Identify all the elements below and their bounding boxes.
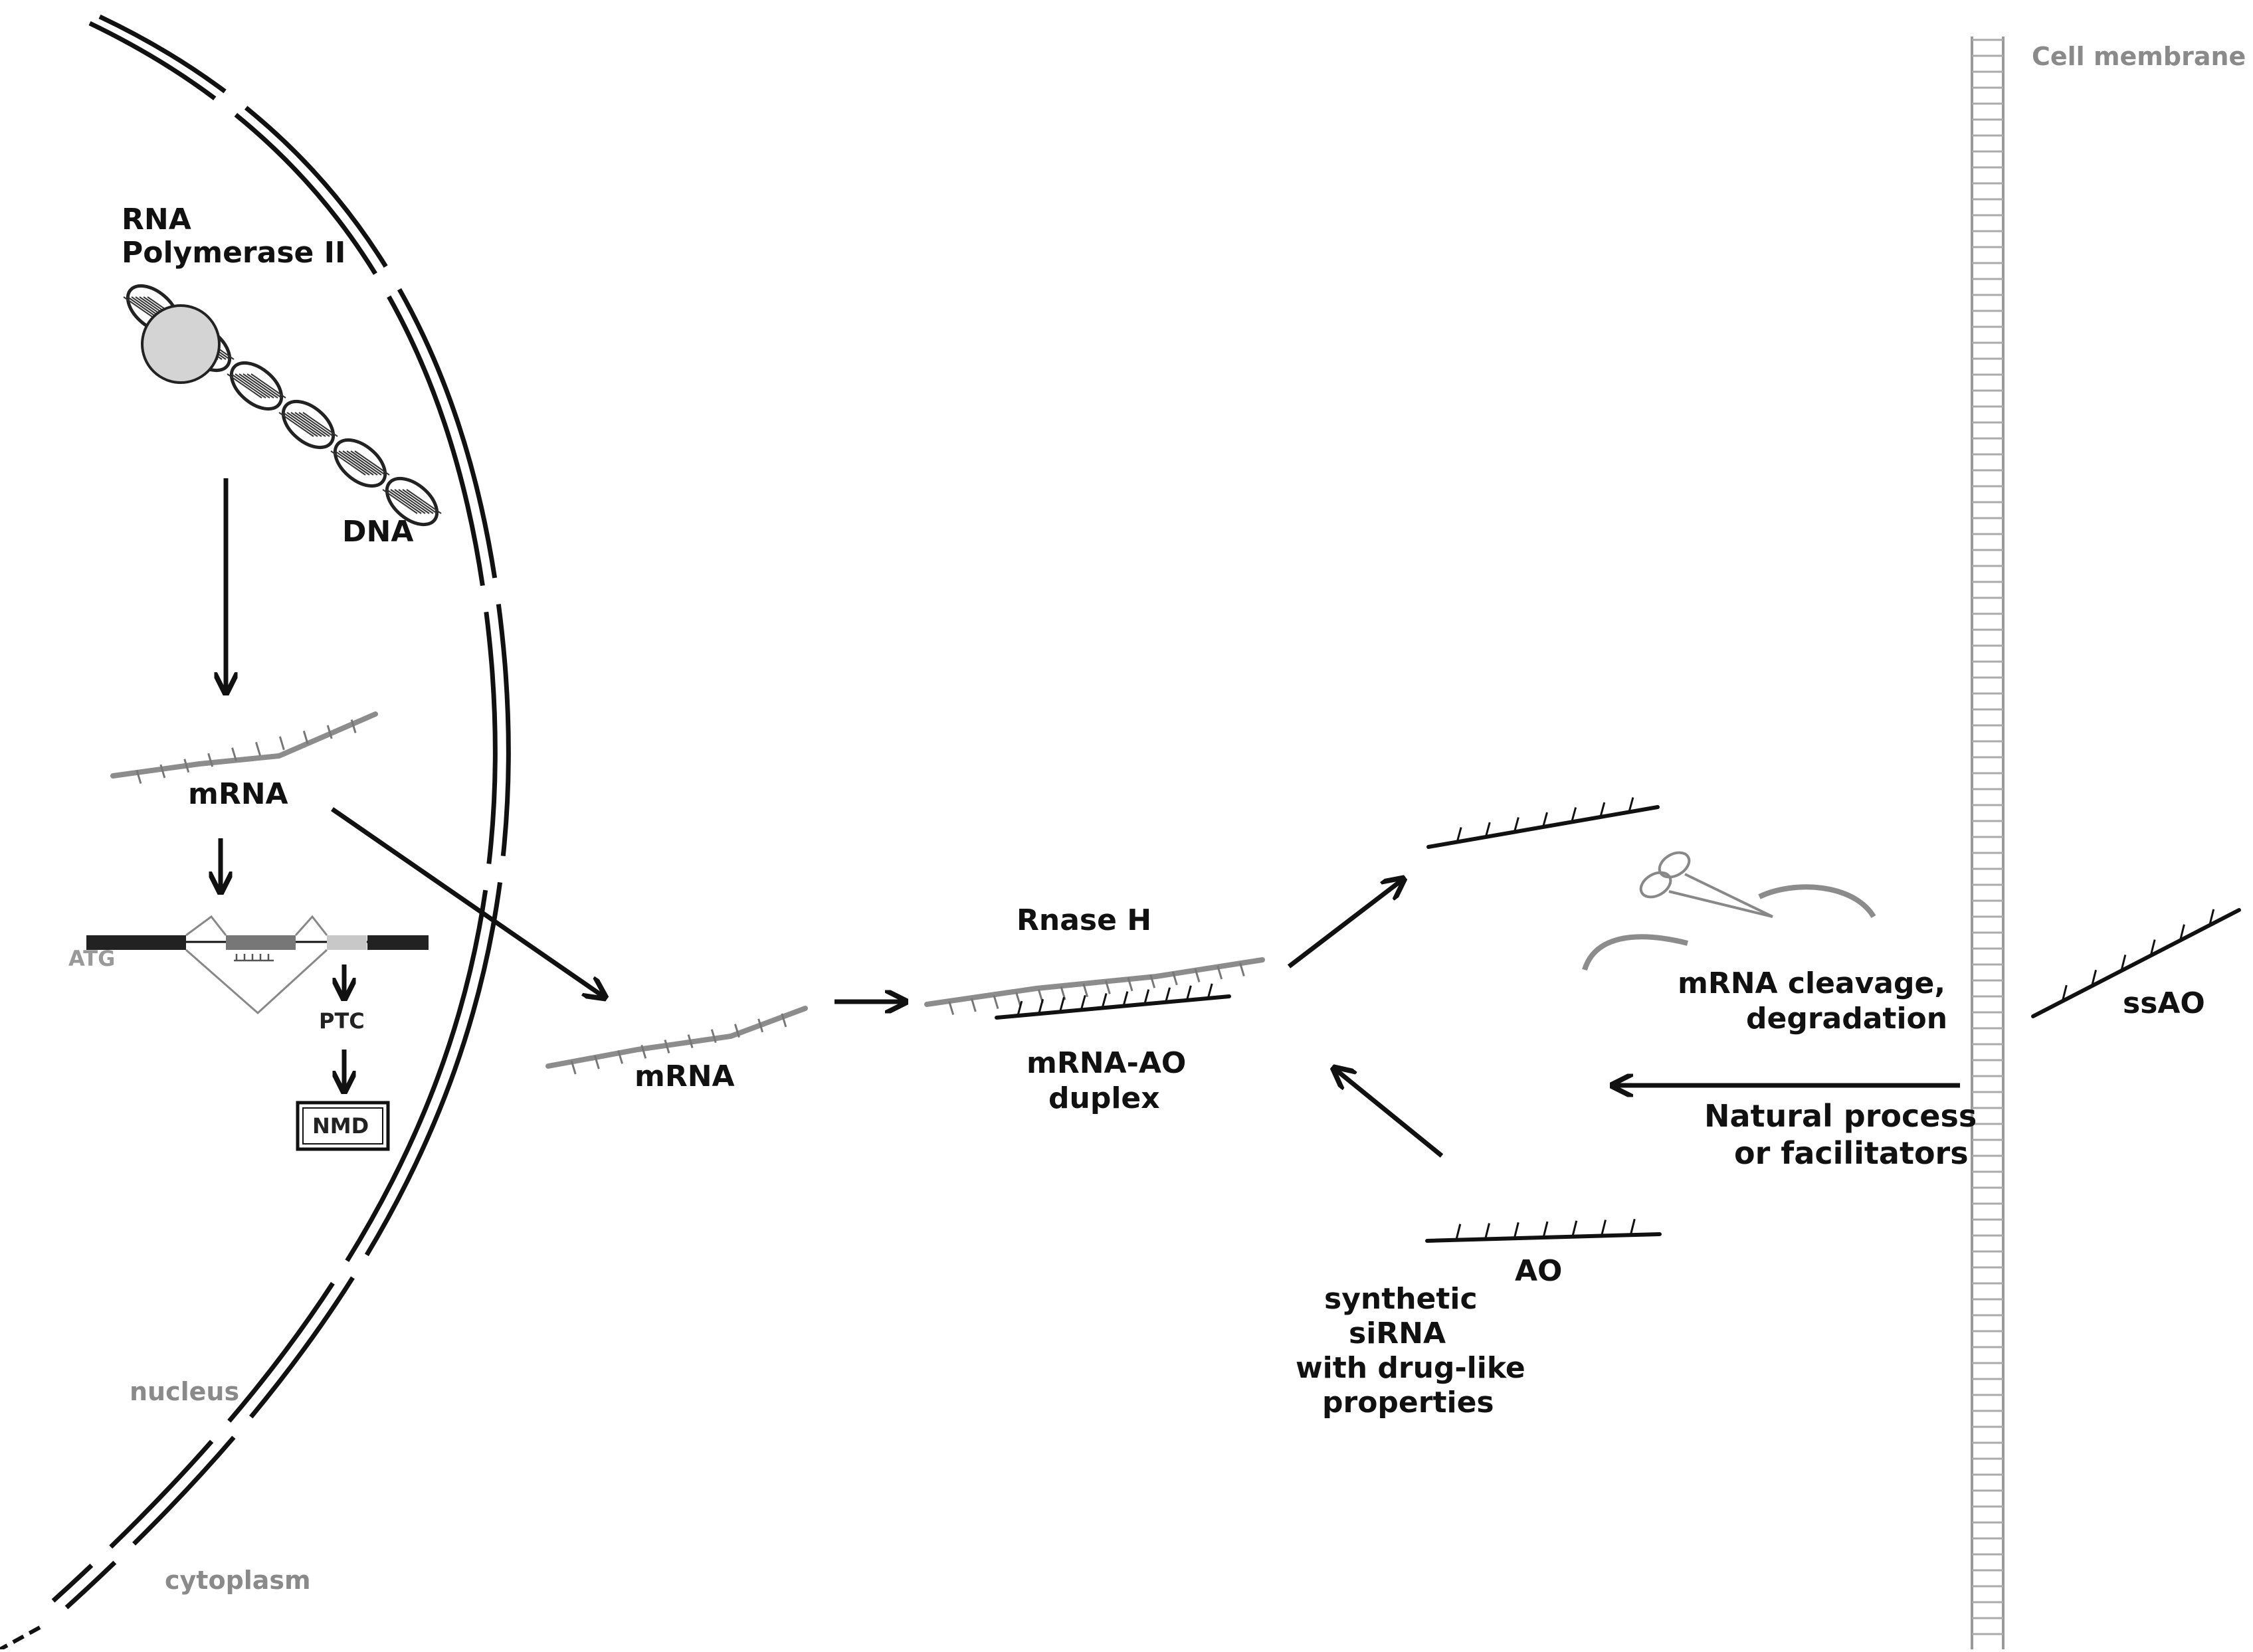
label-polymerase-ii: Polymerase II bbox=[122, 236, 345, 270]
cleaved-mrna-fragment-right bbox=[1758, 884, 1876, 919]
duplex-mrna-strand bbox=[924, 957, 1265, 1015]
label-cell-membrane: Cell membrane bbox=[2032, 42, 2246, 71]
arrow-ao-to-duplex bbox=[1335, 1069, 1444, 1158]
exon-3 bbox=[327, 935, 367, 950]
label-atg: ATG bbox=[68, 946, 115, 971]
arrows bbox=[221, 478, 1960, 1158]
label-natural-line2: or facilitators bbox=[1734, 1135, 1969, 1171]
nmd-box bbox=[296, 1101, 390, 1151]
cleaved-mrna-fragment-left bbox=[1582, 934, 1688, 971]
nuclear-envelope bbox=[0, 14, 511, 1651]
label-nmd: NMD bbox=[312, 1113, 369, 1139]
label-duplex-line2: duplex bbox=[1048, 1081, 1160, 1115]
label-dna: DNA bbox=[342, 515, 413, 549]
arrow-duplex-to-cleavage bbox=[1287, 880, 1402, 968]
label-ssao: ssAO bbox=[2123, 986, 2205, 1020]
label-natural-line1: Natural process bbox=[1704, 1098, 1977, 1134]
labels: RNA Polymerase II DNA mRNA ATG PTC NMD m… bbox=[68, 42, 2246, 1595]
mrna-strand-cytoplasm bbox=[545, 1006, 808, 1075]
dna-helix-turn bbox=[281, 399, 336, 450]
label-nucleus: nucleus bbox=[130, 1377, 239, 1406]
label-mrna-nucleus: mRNA bbox=[188, 777, 288, 811]
dna-helix-turn bbox=[385, 476, 439, 527]
exon-1 bbox=[86, 935, 186, 950]
label-cleavage-line2: degradation bbox=[1746, 1002, 1947, 1036]
cell-membrane bbox=[1971, 37, 2005, 1649]
ao-strand bbox=[1425, 1218, 1662, 1243]
duplex-ao-strand bbox=[995, 983, 1231, 1020]
strands bbox=[110, 711, 2241, 1243]
dna-helix-turn bbox=[229, 361, 284, 411]
label-cytoplasm: cytoplasm bbox=[165, 1566, 311, 1595]
label-sirna-line1: synthetic bbox=[1324, 1282, 1478, 1316]
label-mrna-cytoplasm: mRNA bbox=[635, 1059, 735, 1093]
scissors-icon bbox=[1639, 851, 1773, 918]
label-duplex-line1: mRNA-AO bbox=[1027, 1046, 1186, 1080]
label-ao: AO bbox=[1515, 1254, 1562, 1288]
label-sirna-line4: properties bbox=[1322, 1386, 1494, 1420]
rna-polymerase-ii bbox=[141, 304, 221, 384]
label-rnase-h: Rnase H bbox=[1017, 903, 1151, 937]
label-rna: RNA bbox=[122, 203, 191, 236]
label-ptc: PTC bbox=[319, 1008, 365, 1034]
ss-ao-strand bbox=[2031, 908, 2241, 1018]
label-cleavage-line1: mRNA cleavage, bbox=[1678, 966, 1945, 1000]
label-sirna-line3: with drug-like bbox=[1296, 1351, 1525, 1385]
mrna-strand-nucleus bbox=[110, 711, 378, 784]
arrow-mrna-export bbox=[331, 807, 603, 996]
label-sirna-line2: siRNA bbox=[1349, 1317, 1446, 1350]
dna-helix-turn bbox=[333, 438, 387, 488]
gene-splicing-schematic bbox=[86, 915, 429, 1015]
cleaved-ao-fragment bbox=[1426, 797, 1660, 849]
exon-4 bbox=[367, 935, 429, 950]
exon-2 bbox=[226, 935, 296, 950]
